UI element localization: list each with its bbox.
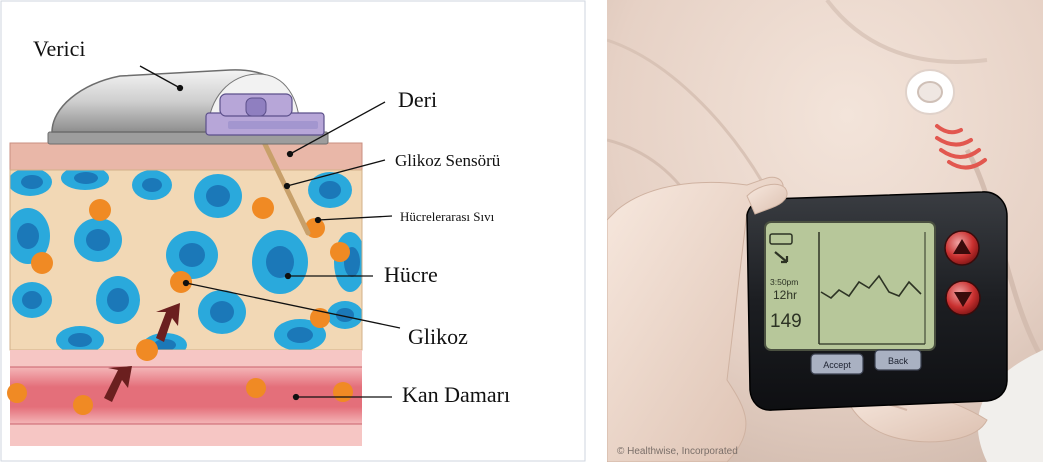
label-interstitial-fluid: Hücrelerarası Sıvı [400,209,495,224]
label-glucose: Glikoz [408,324,468,349]
label-cell: Hücre [384,262,438,287]
screen-time: 3:50pm [770,277,798,287]
accept-button-label: Accept [823,360,851,370]
label-glucose-sensor: Glikoz Sensörü [395,151,501,170]
screen-reading: 149 [770,311,802,332]
blood-vessel [7,339,362,446]
back-button-label: Back [888,356,909,366]
screen-range: 12hr [773,288,797,302]
cgm-receiver: 3:50pm 12hr 149 Accept Back [747,192,1007,410]
interstitial-tissue [6,166,366,357]
cgm-cross-section-diagram: Verici Deri Glikoz Sensörü Hücrelerarası… [0,0,600,462]
label-skin: Deri [398,87,437,112]
image-credit: © Healthwise, Incorporated [617,446,738,457]
label-transmitter: Verici [33,36,86,61]
label-blood-vessel: Kan Damarı [402,382,510,407]
skin-layer [10,143,362,170]
cgm-receiver-illustration: 3:50pm 12hr 149 Accept Back © Healthwise… [607,0,1043,462]
